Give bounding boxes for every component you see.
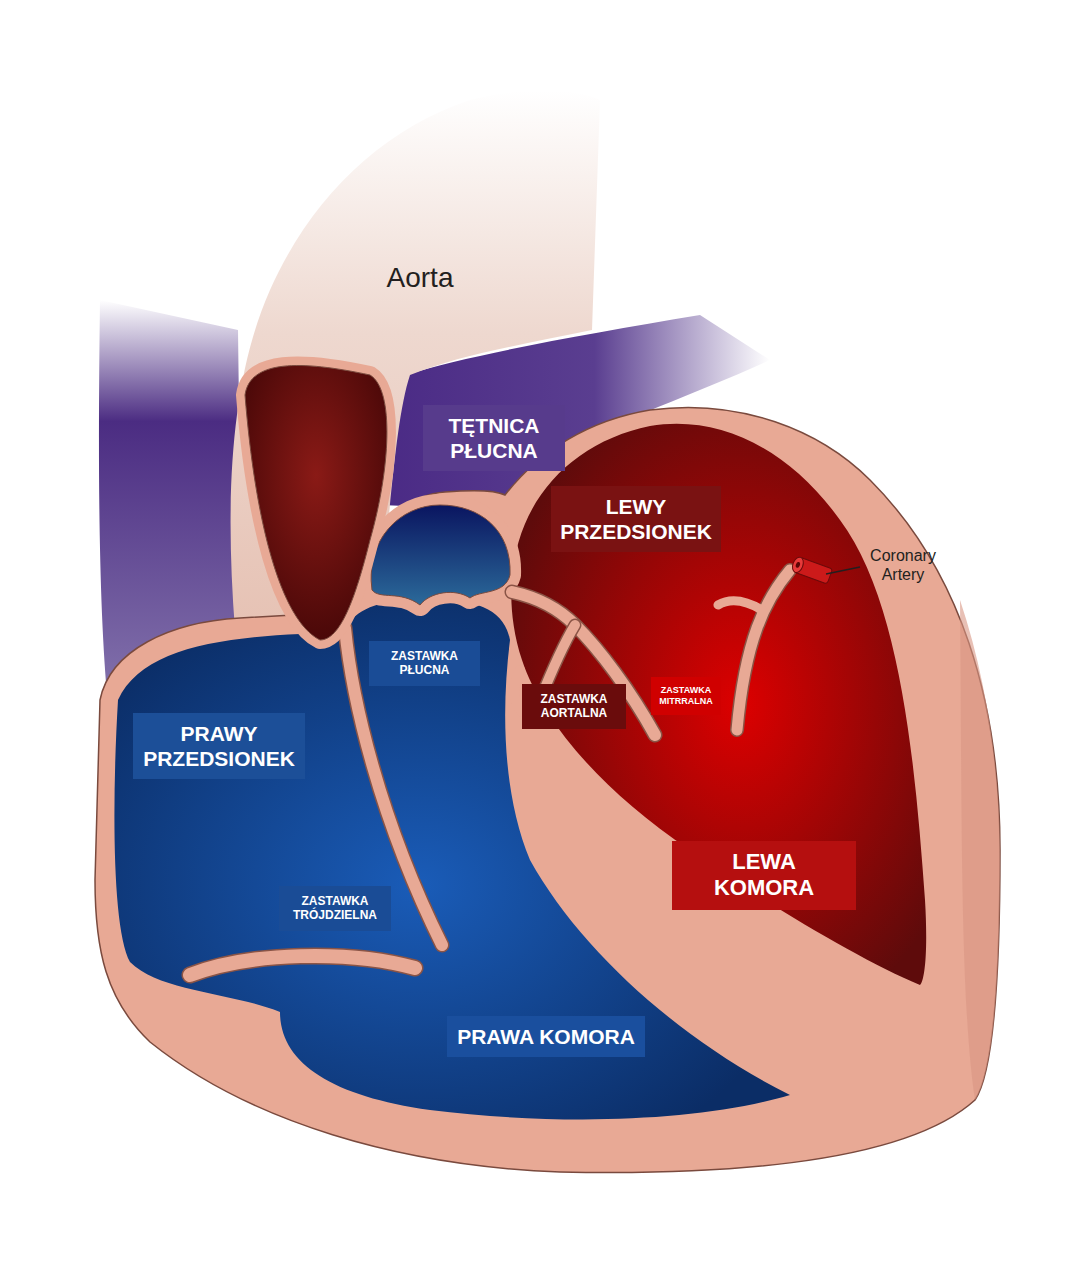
chamber-label-box: PRAWY PRZEDSIONEK <box>133 713 305 779</box>
mitral-leaflets <box>718 570 790 730</box>
callout-label-text: Coronary Artery <box>853 546 953 584</box>
pulmonary-valve <box>371 505 510 605</box>
label-text: PRAWY PRZEDSIONEK <box>141 721 297 771</box>
valve-label-box: ZASTAWKA TRÓJDZIELNA <box>279 886 391 931</box>
aortic-leaflets <box>512 592 655 735</box>
heart-wall <box>95 407 1000 1172</box>
label-text: ZASTAWKA AORTALNA <box>530 692 618 721</box>
label-text: ZASTAWKA PŁUCNA <box>377 649 472 678</box>
coronary-artery <box>790 556 832 584</box>
leader-line <box>826 567 860 574</box>
valve-label-box: ZASTAWKA AORTALNA <box>522 684 626 729</box>
label-text: PRAWA KOMORA <box>455 1024 637 1049</box>
chamber-label-box: PRAWA KOMORA <box>447 1016 645 1057</box>
valve-label-box: ZASTAWKA MITRRALNA <box>651 677 721 715</box>
label-text: LEWA KOMORA <box>680 849 848 902</box>
vessel-name-text: Aorta <box>360 261 480 295</box>
vessel-label-box: TĘTNICA PŁUCNA <box>423 405 565 471</box>
label-text: LEWY PRZEDSIONEK <box>559 494 713 544</box>
heart-side-face <box>960 600 1000 1100</box>
chamber-label-box: LEWA KOMORA <box>672 841 856 910</box>
left-heart-chambers <box>511 424 926 985</box>
chamber-label-box: LEWY PRZEDSIONEK <box>551 486 721 552</box>
valve-label-box: ZASTAWKA PŁUCNA <box>369 641 480 686</box>
label-text: ZASTAWKA MITRRALNA <box>659 685 713 707</box>
label-text: TĘTNICA PŁUCNA <box>431 413 557 463</box>
callout-label: Coronary Artery <box>853 546 953 584</box>
aorta-opening <box>245 365 387 640</box>
label-text: ZASTAWKA TRÓJDZIELNA <box>287 894 383 923</box>
vessel-name: Aorta <box>360 261 480 295</box>
